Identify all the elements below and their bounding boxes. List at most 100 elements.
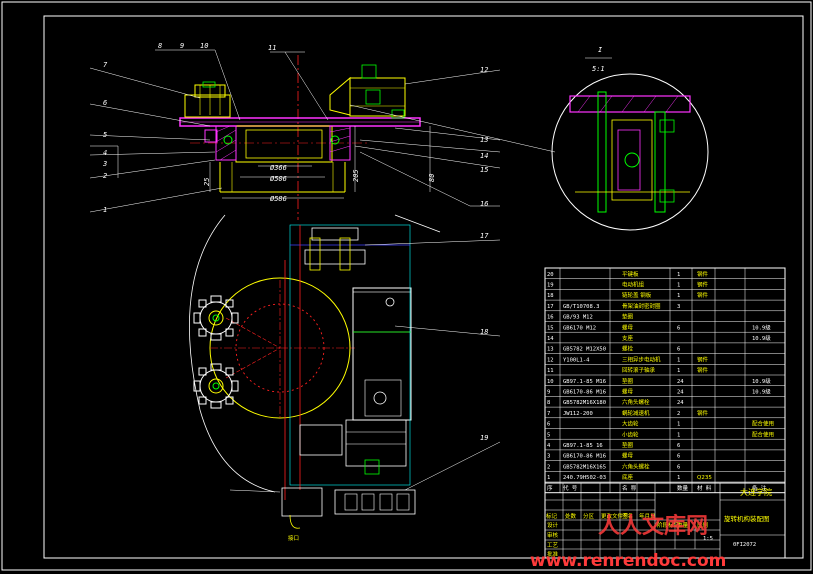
bom-cell-code: GB/T10708.3 — [563, 304, 599, 310]
rev-label-5: 签名 — [622, 512, 633, 520]
bom-cell-code: GB5782M16X165 — [563, 464, 606, 470]
bom-cell-name: 小齿轮 — [622, 430, 639, 438]
detail-view-label: I — [598, 46, 603, 54]
bom-cell-name: 骨架油封密封圈 — [622, 302, 661, 310]
stage-weight: 重量 — [677, 521, 689, 529]
bom-cell-no: 1 — [547, 475, 550, 481]
bom-cell-no: 6 — [547, 422, 550, 428]
bom-cell-no: 13 — [547, 347, 554, 353]
drawing-name: 旋转机构装配图 — [724, 514, 770, 523]
bom-cell-name: 螺母 — [622, 388, 634, 396]
bom-cell-qty: 1 — [677, 422, 680, 428]
bom-cell-no: 4 — [547, 443, 551, 449]
bom-cell-mat: 钢件 — [697, 355, 709, 363]
role-approve: 批准 — [547, 550, 559, 558]
bom-cell-no: 19 — [547, 283, 554, 289]
bom-header-mat: 材 料 — [697, 484, 712, 492]
bom-cell-no: 10 — [547, 379, 554, 385]
bom-cell-code: GB6170-86 M16 — [563, 454, 606, 460]
stage-scale: 比例 — [697, 521, 709, 529]
bom-cell-qty: 6 — [677, 325, 680, 331]
detail-view-circle: I 5:1 — [551, 46, 709, 231]
bom-cell-qty: 6 — [677, 443, 680, 449]
title-block: 大连学院 旋转机构装配图 0FI2072 标记 处数 分区 更改文件号 签名 年… — [544, 482, 786, 559]
bom-cell-name: 螺母 — [622, 323, 634, 331]
balloon-18: 18 — [480, 328, 488, 336]
balloon-9: 9 — [180, 42, 184, 50]
bom-cell-no: 17 — [547, 304, 554, 310]
bom-cell-note: 10.9级 — [752, 388, 771, 396]
bom-cell-note: 配合使用 — [752, 430, 774, 438]
top-section-view: Ø366 Ø506 Ø586 25 205 80 — [89, 49, 556, 220]
rev-label-6: 年月日 — [639, 512, 656, 520]
balloon-17: 17 — [480, 232, 489, 240]
stage-mark: 阶段标记 — [657, 521, 680, 529]
bom-cell-qty: 6 — [677, 464, 680, 470]
bom-cell-no: 3 — [547, 454, 550, 460]
balloon-14: 14 — [480, 152, 488, 160]
inner-frame — [43, 15, 804, 559]
bottom-plan-view: 接口 — [189, 214, 501, 542]
bom-cell-qty: 1 — [677, 432, 680, 438]
bom-header-note: 备 注 — [752, 484, 767, 492]
bom-cell-note: 10.9级 — [752, 334, 771, 342]
balloon-19: 19 — [480, 434, 488, 442]
balloon-11: 11 — [268, 44, 276, 52]
dim-h80: 80 — [428, 174, 436, 182]
balloon-8: 8 — [158, 42, 162, 50]
bom-cell-name: 支座 — [622, 334, 634, 342]
bom-cell-qty: 1 — [677, 283, 680, 289]
dim-h25: 25 — [203, 178, 211, 186]
dim-h205: 205 — [352, 169, 360, 182]
bom-cell-name: 垫圈 — [622, 377, 634, 385]
bom-cell-qty: 6 — [677, 347, 680, 353]
bom-cell-code: GB5782 M12X50 — [563, 347, 606, 353]
bom-cell-name: 平键板 — [622, 270, 639, 278]
bom-header-no: 序 — [547, 484, 553, 492]
bom-cell-no: 14 — [547, 336, 554, 342]
drawing-number: 0FI2072 — [733, 542, 756, 548]
scale-value: 1:5 — [703, 536, 713, 542]
bom-cell-mat: 钢件 — [697, 366, 709, 374]
bom-cell-name: 垫圈 — [622, 313, 634, 321]
bom-cell-code: Y100L1-4 — [563, 357, 590, 363]
bom-cell-no: 18 — [547, 293, 554, 299]
rev-label-4: 更改文件号 — [601, 512, 629, 520]
balloon-3: 3 — [102, 160, 107, 168]
bom-cell-name: 链轮盖 钢板 — [622, 291, 652, 299]
bom-cell-mat: Q235 — [697, 475, 712, 481]
balloon-10: 10 — [200, 42, 208, 50]
bom-cell-no: 8 — [547, 400, 550, 406]
detail-view-scale: 5:1 — [592, 65, 605, 73]
balloon-12: 12 — [480, 66, 488, 74]
bom-cell-mat: 钢件 — [697, 270, 709, 278]
bom-cell-mat: 钢件 — [697, 409, 709, 417]
bom-header-name: 名 称 — [622, 484, 637, 492]
role-design: 设计 — [547, 521, 559, 529]
rev-label-1: 标记 — [546, 512, 558, 520]
watermark-url: www.renrendoc.com — [530, 551, 726, 571]
bom-header-qty: 数量 — [677, 484, 689, 492]
bom-cell-qty: 6 — [677, 454, 680, 460]
role-review: 审核 — [547, 531, 559, 539]
bom-cell-mat: 钢件 — [697, 291, 709, 299]
bom-cell-name: 大齿轮 — [622, 420, 639, 428]
bom-cell-code: GB97.1-85 16 — [563, 443, 603, 449]
bom-cell-code: JW112-200 — [563, 411, 593, 417]
bom-cell-qty: 2 — [677, 411, 680, 417]
bom-cell-code: GB5782M16X180 — [563, 400, 606, 406]
bom-cell-note: 10.9级 — [752, 377, 771, 385]
dim-d586: Ø586 — [270, 195, 287, 203]
bom-cell-mat: 钢件 — [697, 281, 709, 289]
bom-cell-note: 10.9级 — [752, 323, 771, 331]
bom-cell-name: 六角头螺栓 — [622, 462, 650, 470]
balloon-2: 2 — [103, 172, 107, 180]
balloon-13: 13 — [480, 136, 488, 144]
bom-cell-qty: 24 — [677, 390, 684, 396]
bom-cell-no: 16 — [547, 315, 554, 321]
role-process: 工艺 — [547, 542, 559, 549]
bom-cell-name: 底座 — [622, 473, 634, 481]
bom-cell-qty: 1 — [677, 475, 680, 481]
